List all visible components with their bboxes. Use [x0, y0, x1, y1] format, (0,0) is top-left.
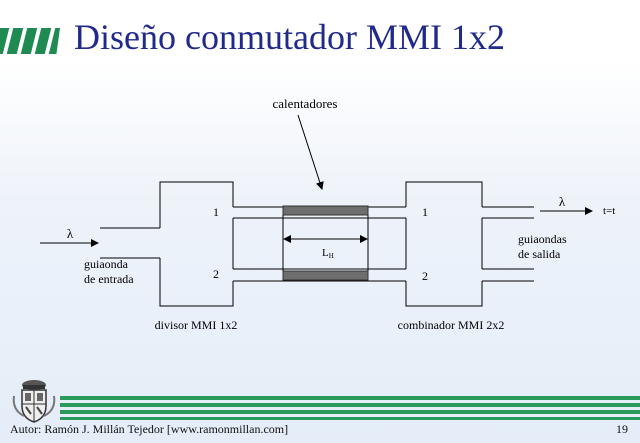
- heater-label: calentadores: [273, 96, 338, 111]
- combiner-port-2: 2: [422, 269, 428, 283]
- lower-heater: [282, 270, 369, 281]
- upper-heater: [282, 205, 369, 216]
- combiner-label: combinador MMI 2x2: [398, 318, 505, 330]
- output-label-line1: guiaondas: [518, 232, 567, 246]
- divider-mmi-outline: [159, 181, 234, 307]
- divider-port-2: 2: [213, 267, 219, 281]
- footer-author: Autor: Ramón J. Millán Tejedor [www.ramo…: [10, 422, 289, 436]
- input-lambda: λ: [67, 226, 74, 241]
- output-lambda: λ: [559, 194, 566, 209]
- divider-label: divisor MMI 1x2: [155, 318, 238, 330]
- output-time-label: t=t: [603, 205, 615, 217]
- input-label-line1: guiaonda: [84, 257, 129, 271]
- combiner-port-1: 1: [422, 205, 428, 219]
- heater-pointer-arrow: [297, 114, 324, 190]
- output-label-line2: de salida: [518, 247, 561, 261]
- mmi-switch-diagram: calentadores λ guiaonda de entrada 1 2 L…: [40, 96, 615, 330]
- length-symbol: L: [322, 247, 329, 259]
- input-label-line2: de entrada: [84, 272, 134, 286]
- page-number: 19: [616, 422, 628, 436]
- footer-decoration-stripes: [60, 396, 640, 424]
- slide-title: Diseño conmutador MMI 1x2: [74, 17, 505, 57]
- divider-port-1: 1: [213, 205, 219, 219]
- heater-length-label: LH: [322, 247, 334, 260]
- combiner-mmi-outline: [405, 181, 483, 307]
- length-subscript: H: [329, 252, 334, 260]
- university-crest-logo: [12, 380, 56, 423]
